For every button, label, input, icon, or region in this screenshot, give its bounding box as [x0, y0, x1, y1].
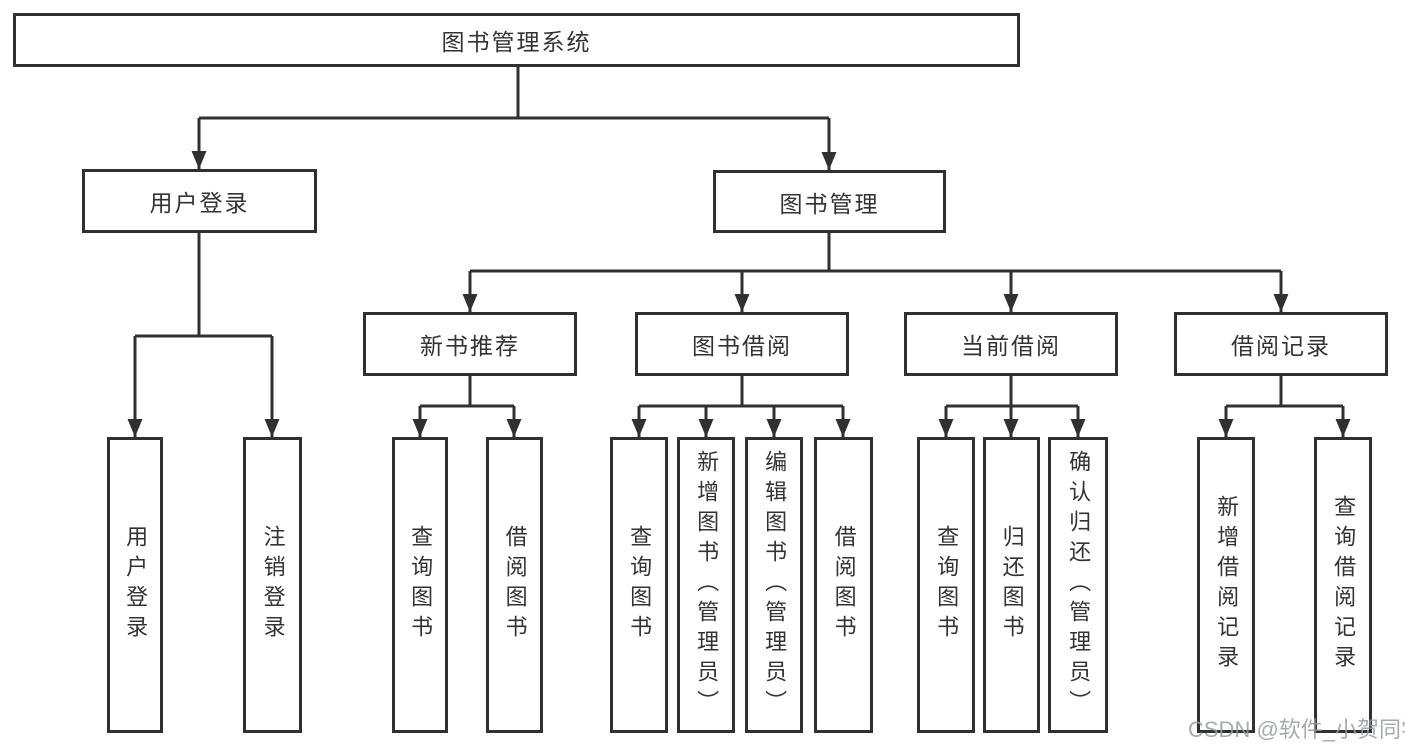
leaf-cb-confirm-return-admin-label: 确认归还（管理员） — [1066, 450, 1092, 720]
node-book-management: 图书管理 — [713, 170, 946, 233]
leaf-nb-borrow-books: 借阅图书 — [486, 437, 543, 733]
leaf-bb-add-books-admin: 新增图书（管理员） — [677, 437, 735, 733]
connector-new-book-trunk — [420, 376, 514, 408]
leaf-br-add-record-label: 新增借阅记录 — [1214, 495, 1240, 675]
leaf-user-login: 用户登录 — [107, 437, 163, 733]
node-book-management-label: 图书管理 — [779, 190, 880, 217]
leaf-bb-add-books-admin-label: 新增图书（管理员） — [694, 450, 720, 720]
node-current-borrow: 当前借阅 — [904, 312, 1118, 376]
node-user-login-label: 用户登录 — [149, 190, 250, 216]
leaf-br-query-record-label: 查询借阅记录 — [1331, 495, 1357, 675]
leaf-bb-query-books: 查询图书 — [610, 437, 668, 733]
node-current-borrow-label: 当前借阅 — [961, 333, 1061, 359]
leaf-bb-query-books-label: 查询图书 — [627, 525, 653, 645]
leaf-bb-edit-books-admin: 编辑图书（管理员） — [745, 437, 803, 733]
leaf-user-login-label: 用户登录 — [123, 525, 149, 645]
leaf-logout-label: 注销登录 — [260, 525, 286, 645]
leaf-cb-query-books-label: 查询图书 — [934, 525, 960, 645]
leaf-cb-confirm-return-admin: 确认归还（管理员） — [1048, 437, 1108, 733]
node-book-borrow: 图书借阅 — [635, 312, 849, 376]
connector-current-borrow-trunk — [946, 376, 1078, 408]
leaf-br-add-record: 新增借阅记录 — [1197, 437, 1255, 733]
connector-user-login-trunk — [135, 233, 272, 338]
node-user-login: 用户登录 — [82, 169, 317, 233]
node-borrow-record: 借阅记录 — [1174, 312, 1388, 376]
leaf-nb-query-books-label: 查询图书 — [408, 525, 434, 645]
leaf-bb-edit-books-admin-label: 编辑图书（管理员） — [762, 450, 788, 720]
leaf-nb-query-books: 查询图书 — [392, 437, 448, 733]
leaf-logout: 注销登录 — [243, 437, 302, 733]
connector-borrow-record-trunk — [1226, 376, 1343, 408]
connector-book-borrow-trunk — [639, 376, 843, 408]
leaf-bb-borrow-books-label: 借阅图书 — [831, 525, 857, 645]
leaf-cb-return-books-label: 归还图书 — [999, 525, 1025, 645]
node-book-borrow-label: 图书借阅 — [692, 333, 792, 359]
node-borrow-record-label: 借阅记录 — [1231, 333, 1331, 359]
leaf-cb-return-books: 归还图书 — [983, 437, 1040, 733]
leaf-br-query-record: 查询借阅记录 — [1314, 437, 1372, 733]
node-new-book-recommend-label: 新书推荐 — [420, 333, 520, 359]
leaf-bb-borrow-books: 借阅图书 — [814, 437, 873, 733]
connector-root-trunk — [199, 67, 829, 120]
node-new-book-recommend: 新书推荐 — [363, 312, 577, 376]
connector-book-management-trunk — [470, 233, 1281, 273]
leaf-nb-borrow-books-label: 借阅图书 — [502, 525, 528, 645]
node-root: 图书管理系统 — [13, 13, 1020, 67]
leaf-cb-query-books: 查询图书 — [917, 437, 975, 733]
connector-group — [127, 67, 1351, 437]
node-root-label: 图书管理系统 — [441, 29, 592, 55]
watermark: CSDN @软件_小贺同学 — [1188, 717, 1405, 742]
